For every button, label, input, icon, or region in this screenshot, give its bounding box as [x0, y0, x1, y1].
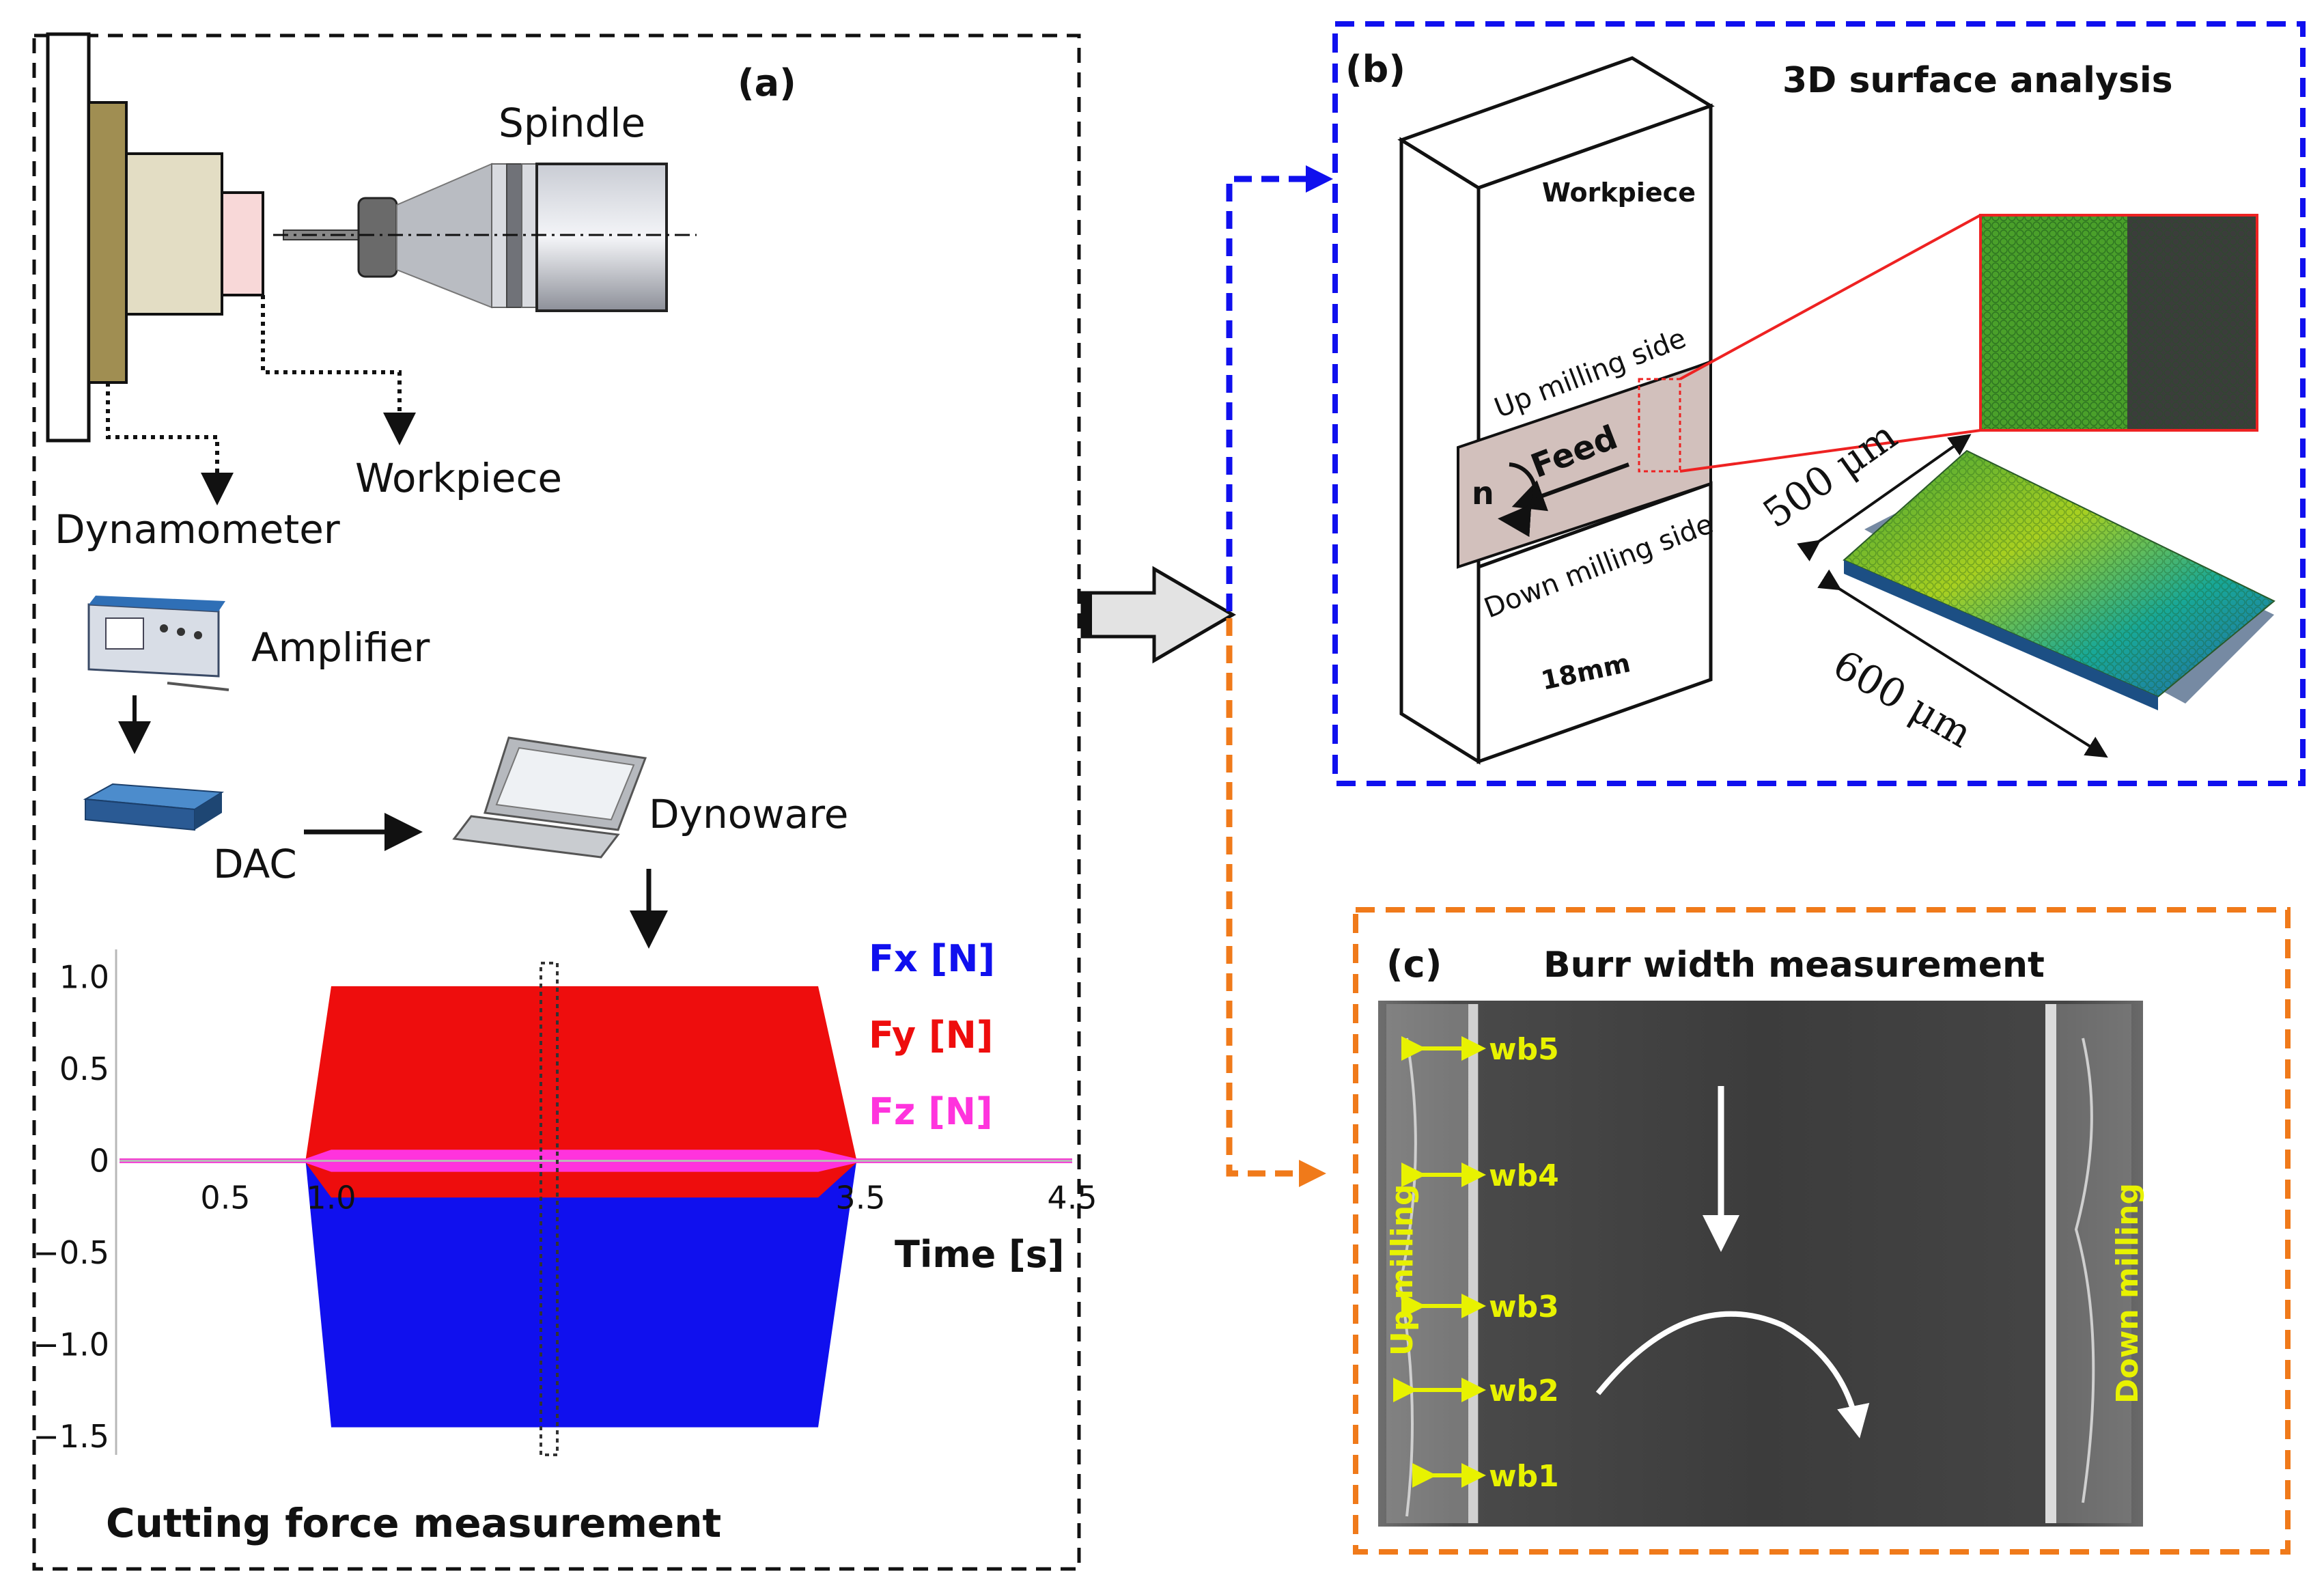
workpiece-block	[221, 191, 264, 296]
legend-entry-fz: Fz [N]	[869, 1090, 993, 1133]
down-milling-edge	[2045, 1004, 2056, 1523]
panel-b-title: 3D surface analysis	[1782, 60, 2173, 101]
burr-width-label-wb4: wb4	[1489, 1158, 1559, 1193]
machine-table	[46, 32, 91, 443]
x-axis-label: Time [s]	[895, 1233, 1065, 1276]
dim-600-arrow	[1817, 569, 2108, 758]
y-tick-label: 1.0	[59, 958, 109, 995]
panel-c-title: Burr width measurement	[1543, 945, 2045, 986]
workpiece-leader	[261, 295, 416, 445]
y-tick-label: −1.5	[33, 1418, 109, 1455]
dim-500-arrow	[1797, 434, 1972, 561]
panel-c-border	[1353, 907, 2291, 1555]
dynoware-label: Dynoware	[649, 791, 848, 837]
down-milling-burr	[2056, 1004, 2131, 1523]
amplifier-label: Amplifier	[251, 624, 430, 671]
feed-arrow	[1511, 462, 1630, 512]
legend-entry-fy: Fy [N]	[869, 1014, 994, 1057]
panel-c-label: (c)	[1386, 943, 1442, 986]
series-band-fy	[120, 986, 1072, 1198]
y-tick-label: 0.5	[59, 1051, 109, 1087]
fork-arrow	[1080, 566, 1236, 664]
connector-blue-head	[1306, 165, 1333, 193]
x-tick-label: 1.0	[306, 1179, 356, 1216]
up-milling-edge	[1468, 1004, 1478, 1523]
panel-a-border	[32, 33, 1081, 1571]
x-tick-label: 4.5	[1047, 1179, 1097, 1216]
caption-a: Cutting force measurement	[106, 1500, 721, 1546]
up-milling-label: Up milling	[1385, 1184, 1420, 1356]
dim-500-label: 500 μm	[1754, 413, 1905, 538]
laptop-icon	[452, 736, 647, 859]
amplifier-icon	[87, 596, 229, 691]
rotation-arrow	[1498, 462, 1537, 538]
connector-blue	[1226, 176, 1311, 611]
burr-width-label-wb1: wb1	[1489, 1459, 1559, 1494]
series-band-fx	[120, 1158, 1072, 1428]
burr-width-label-wb5: wb5	[1489, 1032, 1559, 1067]
workpiece-3d-label: Workpiece	[1542, 178, 1696, 208]
rotation-direction-arrow	[1595, 1311, 1870, 1438]
sem-image	[1378, 1001, 2143, 1527]
highlight-window	[540, 962, 559, 1456]
burr-width-label-wb2: wb2	[1489, 1374, 1559, 1408]
spindle-body	[535, 163, 668, 312]
dim-600-label: 600 μm	[1825, 641, 1980, 757]
scan-area	[1638, 378, 1681, 473]
y-tick-label: −1.0	[33, 1326, 109, 1363]
panel-b-border	[1332, 21, 2306, 786]
burr-width-label-wb3: wb3	[1489, 1290, 1559, 1324]
dynamometer-leader	[106, 382, 234, 505]
panel-b-label: (b)	[1345, 48, 1405, 91]
surface-3d-map	[1843, 449, 2276, 710]
fixture-block	[125, 152, 223, 316]
x-tick-label: 3.5	[835, 1179, 885, 1216]
y-tick-label: −0.5	[33, 1234, 109, 1271]
tool-holder	[357, 197, 398, 278]
workpiece-label: Workpiece	[355, 455, 562, 501]
n-label: n	[1472, 475, 1494, 512]
legend-entry-fx: Fx [N]	[869, 937, 995, 980]
zoom-inset	[1979, 214, 2258, 432]
machine-setup	[46, 32, 697, 443]
dac-label: DAC	[213, 841, 297, 887]
y-tick-label: 0	[89, 1142, 109, 1179]
dynamometer-label: Dynamometer	[55, 506, 340, 553]
dac-icon	[83, 783, 225, 831]
burr-markers: wb5 wb4 wb3 wb2 wb1	[1393, 1032, 1559, 1494]
workpiece-3d	[1397, 56, 1715, 765]
up-milling-burr	[1386, 1004, 1479, 1523]
panel-a-label: (a)	[738, 61, 796, 105]
zoom-line-top	[1679, 214, 1981, 380]
connector-orange-head	[1299, 1160, 1326, 1187]
dynamometer-block	[87, 101, 128, 384]
spindle-label: Spindle	[499, 100, 645, 146]
down-milling-label: Down milling	[2110, 1183, 2145, 1404]
connector-orange	[1226, 618, 1304, 1177]
x-tick-label: 0.5	[200, 1179, 250, 1216]
